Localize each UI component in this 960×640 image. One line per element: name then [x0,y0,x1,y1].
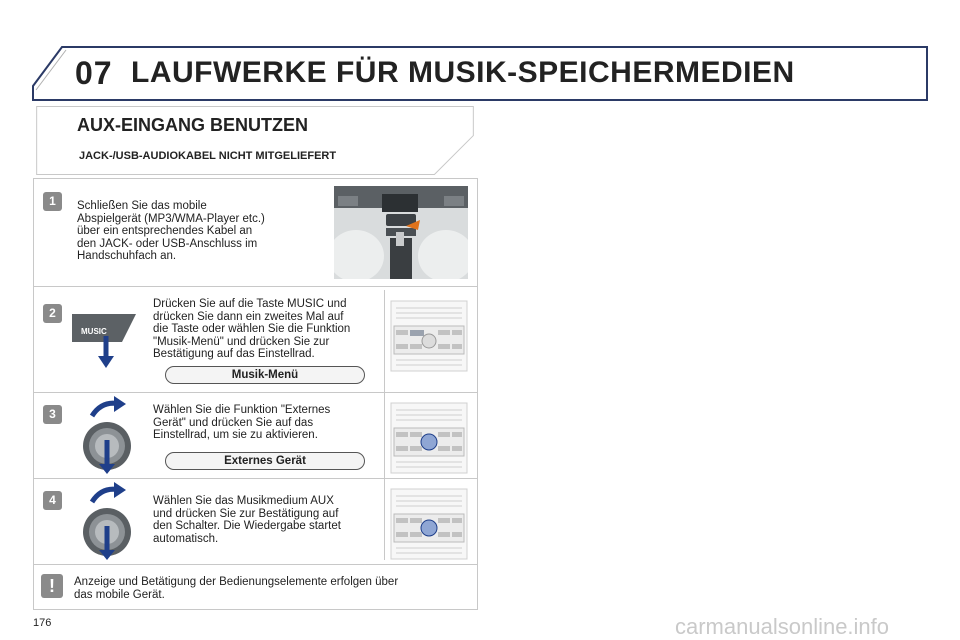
step-row-3 [33,392,477,479]
warning-icon: ! [41,574,63,598]
step-number-badge: 1 [43,192,62,211]
step-number-badge: 4 [43,491,62,510]
chapter-header [32,46,928,101]
step-number-badge: 3 [43,405,62,424]
rotate-knob-icon [83,482,131,560]
menu-item-externes-geraet: Externes Gerät [165,452,365,470]
menu-item-musik-menue: Musik-Menü [165,366,365,384]
radio-panel-icon [390,300,468,372]
rotate-knob-icon [83,396,131,474]
step-row-1 [33,178,477,287]
page-number: 176 [33,617,52,629]
panel-separator [384,290,385,560]
chapter-number: 07 [75,55,113,91]
radio-panel-icon [390,488,468,560]
radio-panel-icon [390,402,468,474]
section-title: AUX-EINGANG BENUTZEN [77,115,309,135]
car-interior-photo [334,186,468,279]
step-row-2 [33,286,477,393]
section-subtitle: JACK-/USB-AUDIOKABEL NICHT MITGELIEFERT [79,150,337,162]
step-number-badge: 2 [43,304,62,323]
page-title: LAUFWERKE FÜR MUSIK-SPEICHERMEDIEN [131,56,795,89]
music-button-icon [72,314,136,368]
step-row-4 [33,478,477,565]
section-header-box [36,106,474,175]
music-button-label: MUSIC [81,327,107,336]
header-banner-shape [32,46,928,101]
watermark: carmanualsonline.info [675,614,890,639]
note-text: Anzeige und Betätigung der Bedienungsele… [74,576,399,601]
